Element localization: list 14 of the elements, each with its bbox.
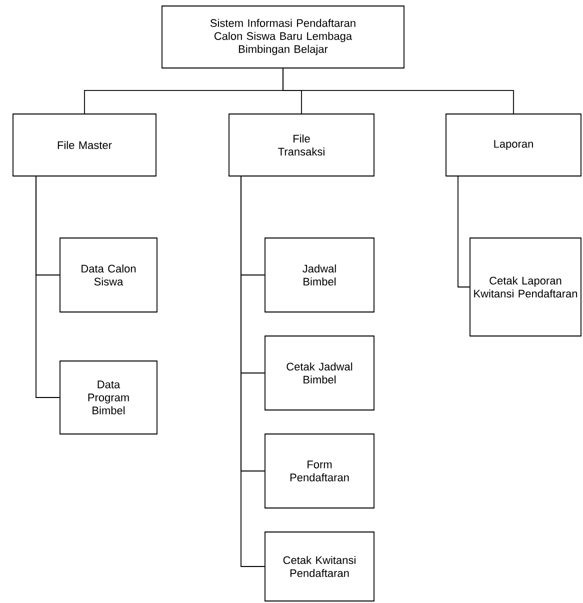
menu-box: Data Calon Siswa <box>60 238 158 312</box>
connector-line <box>282 68 514 114</box>
menu-box: Cetak Kwitansi Pendaftaran <box>264 532 374 602</box>
menu-box: Data Program Bimbel <box>60 360 158 434</box>
menu-box: Sistem Informasi Pendaftaran Calon Siswa Baru Lembaga Bimbingan Belajar <box>162 6 404 68</box>
menu-box: Cetak Laporan Kwitansi Pendaftaran <box>470 238 582 336</box>
connector-line <box>458 176 470 288</box>
connector-line <box>36 176 60 398</box>
menu-box: Form Pendaftaran <box>264 434 374 508</box>
menu-box: File Transaksi <box>228 114 374 176</box>
menu-box: Jadwal Bimbel <box>264 238 374 312</box>
menu-box: Laporan <box>446 114 582 176</box>
menu-box: Cetak Jadwal Bimbel <box>264 336 374 410</box>
menu-box: File Master <box>12 114 156 176</box>
